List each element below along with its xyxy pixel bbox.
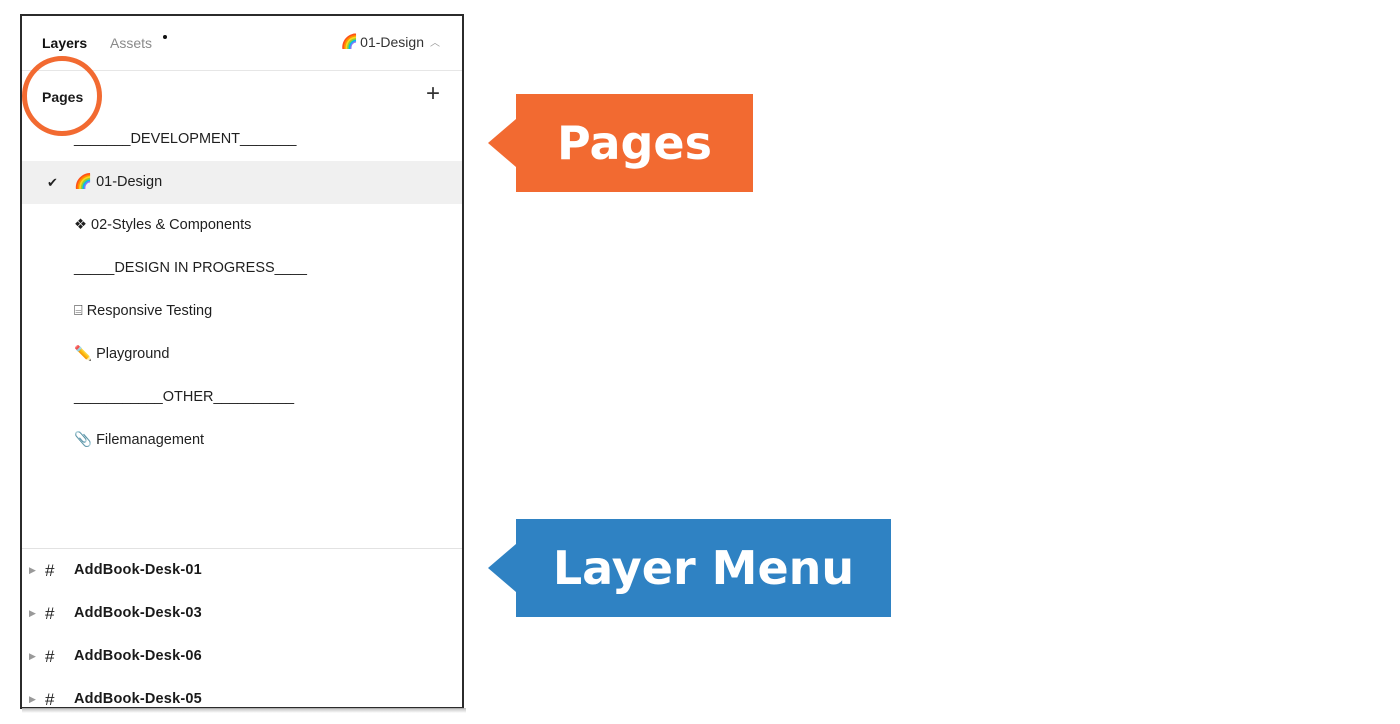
frame-icon: #: [45, 690, 55, 709]
assets-notification-dot: [163, 35, 167, 39]
callout-layer-menu-arrow: [488, 544, 516, 592]
tab-assets[interactable]: Assets: [110, 35, 153, 51]
page-name: _____DESIGN IN PROGRESS____: [74, 260, 307, 276]
page-name: ___________OTHER__________: [74, 389, 295, 405]
layer-name: AddBook-Desk-05: [74, 691, 202, 707]
callout-pages: Pages: [488, 94, 753, 192]
page-item-label: ⌸Responsive Testing: [74, 290, 212, 333]
add-page-icon[interactable]: +: [425, 80, 440, 107]
expand-caret-icon[interactable]: ▶: [29, 651, 36, 661]
chevron-up-icon: ︿: [430, 38, 440, 49]
page-item-label: _____DESIGN IN PROGRESS____: [74, 247, 307, 290]
layer-name: AddBook-Desk-01: [74, 562, 202, 578]
page-item-label: 📎Filemanagement: [74, 419, 204, 462]
layer-row[interactable]: ▶ # AddBook-Desk-01: [22, 549, 462, 592]
page-item[interactable]: ✏️Playground: [22, 333, 462, 376]
page-item[interactable]: _____DESIGN IN PROGRESS____: [22, 247, 462, 290]
page-emoji-icon: ✏️: [74, 346, 93, 362]
page-emoji-icon: ❖: [74, 217, 87, 233]
page-item-label: ✏️Playground: [74, 333, 169, 376]
layer-name: AddBook-Desk-03: [74, 605, 202, 621]
layer-name: AddBook-Desk-06: [74, 648, 202, 664]
panel-tabbar: Layers Assets 🌈 01-Design ︿: [22, 16, 462, 71]
frame-icon: #: [45, 647, 55, 666]
page-name: 01-Design: [96, 174, 163, 190]
pages-highlight-circle: [22, 56, 102, 136]
expand-caret-icon[interactable]: ▶: [29, 608, 36, 618]
panel-shadow: [22, 708, 466, 713]
page-list: _______DEVELOPMENT_______✔🌈01-Design❖02-…: [22, 118, 462, 462]
page-emoji-icon: 🌈: [74, 174, 93, 190]
page-name: _______DEVELOPMENT_______: [74, 131, 297, 147]
callout-layer-menu-label: Layer Menu: [516, 519, 891, 617]
frame-icon: #: [45, 561, 55, 580]
page-item-label: _______DEVELOPMENT_______: [74, 118, 296, 161]
page-emoji-icon: ⌸: [74, 303, 83, 319]
callout-pages-arrow: [488, 119, 516, 167]
page-item[interactable]: ___________OTHER__________: [22, 376, 462, 419]
page-item-label: ❖02-Styles & Components: [74, 204, 251, 247]
layer-row[interactable]: ▶ # AddBook-Desk-05: [22, 678, 462, 709]
current-page-name: 01-Design: [360, 33, 424, 50]
page-item[interactable]: ✔ 🌈01-Design: [22, 161, 462, 204]
page-item[interactable]: ❖02-Styles & Components: [22, 204, 462, 247]
expand-caret-icon[interactable]: ▶: [29, 565, 36, 575]
page-emoji-icon: 📎: [74, 432, 93, 448]
layers-panel: Layers Assets 🌈 01-Design ︿ Pages + ____…: [20, 14, 464, 709]
expand-caret-icon[interactable]: ▶: [29, 694, 36, 704]
pages-layers-divider: [22, 548, 462, 549]
page-item[interactable]: ⌸Responsive Testing: [22, 290, 462, 333]
page-switcher[interactable]: 🌈 01-Design ︿: [341, 33, 440, 50]
page-item[interactable]: 📎Filemanagement: [22, 419, 462, 462]
page-name: Filemanagement: [96, 432, 205, 448]
layer-row[interactable]: ▶ # AddBook-Desk-03: [22, 592, 462, 635]
callout-layer-menu: Layer Menu: [488, 519, 891, 617]
page-name: Responsive Testing: [86, 303, 213, 319]
page-name: 02-Styles & Components: [91, 217, 252, 233]
page-item-label: ___________OTHER__________: [74, 376, 294, 419]
callout-pages-label: Pages: [516, 94, 753, 192]
tab-layers[interactable]: Layers: [42, 35, 88, 51]
frame-icon: #: [45, 604, 55, 623]
page-item[interactable]: _______DEVELOPMENT_______: [22, 118, 462, 161]
layer-row[interactable]: ▶ # AddBook-Desk-06: [22, 635, 462, 678]
page-name: Playground: [96, 346, 170, 362]
page-item-label: 🌈01-Design: [74, 161, 162, 204]
rainbow-icon: 🌈: [340, 33, 359, 49]
checkmark-icon: ✔: [47, 175, 58, 190]
layer-list: ▶ # AddBook-Desk-01 ▶ # AddBook-Desk-03 ▶ # AddB…: [22, 549, 462, 709]
